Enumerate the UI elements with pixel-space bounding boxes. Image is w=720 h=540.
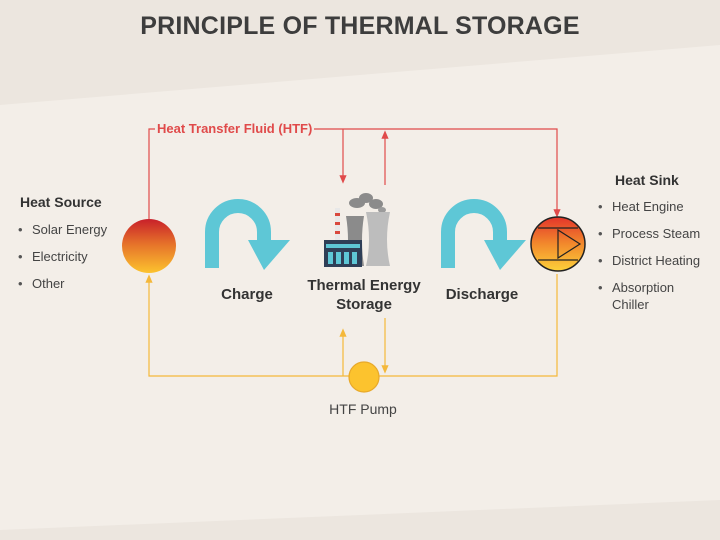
- list-item: Other: [18, 275, 128, 292]
- list-item: Solar Energy: [18, 221, 128, 238]
- htf-hot-loop: [148, 128, 561, 219]
- list-item: District Heating: [598, 252, 708, 269]
- charge-arrow-icon: [205, 199, 290, 270]
- power-plant-icon: [324, 193, 390, 267]
- page-title: PRINCIPLE OF THERMAL STORAGE: [140, 12, 580, 40]
- heat-sink-heading: Heat Sink: [615, 172, 679, 188]
- htf-pump-label: HTF Pump: [329, 401, 397, 417]
- heat-source-heading: Heat Source: [20, 194, 102, 210]
- storage-label: Thermal Energy Storage: [307, 277, 421, 313]
- htf-label: Heat Transfer Fluid (HTF): [155, 121, 315, 136]
- heat-exchanger-icon: [530, 216, 586, 272]
- charge-label: Charge: [221, 286, 273, 303]
- list-item: Process Steam: [598, 225, 708, 242]
- htf-pump-icon: [348, 361, 380, 393]
- list-item: Absorption Chiller: [598, 279, 708, 313]
- list-item: Heat Engine: [598, 198, 708, 215]
- heat-source-list: Solar Energy Electricity Other: [18, 221, 128, 302]
- list-item: Electricity: [18, 248, 128, 265]
- heat-source-icon: [122, 219, 176, 273]
- discharge-arrow-icon: [441, 199, 526, 270]
- heat-sink-list: Heat Engine Process Steam District Heati…: [598, 198, 708, 323]
- discharge-label: Discharge: [445, 286, 519, 303]
